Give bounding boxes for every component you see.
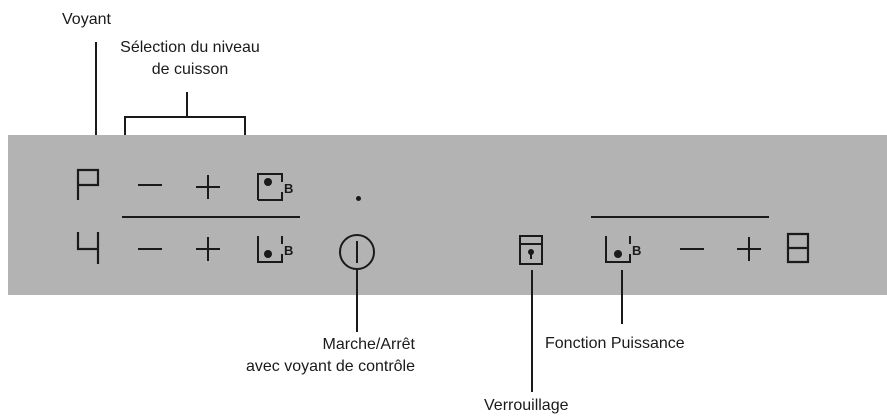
zone-separator-left bbox=[122, 216, 300, 218]
leader-voyant bbox=[95, 42, 97, 160]
bracket-stem bbox=[186, 92, 188, 117]
power-icon bbox=[339, 234, 375, 270]
boost-button-bottom-left[interactable]: B bbox=[256, 234, 302, 264]
label-selection-line1: Sélection du niveau bbox=[120, 39, 260, 56]
minus-button-right[interactable] bbox=[680, 246, 704, 252]
label-verrouillage: Verrouillage bbox=[484, 397, 569, 414]
boost-letter: B bbox=[284, 181, 293, 196]
control-panel bbox=[8, 135, 887, 295]
plus-button-right[interactable] bbox=[737, 237, 761, 261]
lock-button[interactable] bbox=[518, 234, 548, 266]
label-selection-line2: de cuisson bbox=[151, 61, 229, 78]
power-button[interactable] bbox=[338, 233, 376, 271]
boost-letter: B bbox=[284, 243, 293, 258]
boost-icon bbox=[257, 236, 283, 263]
lock-icon bbox=[519, 235, 543, 265]
indicator-dot bbox=[356, 196, 361, 201]
leader-puissance bbox=[621, 270, 623, 324]
label-fonction-puissance: Fonction Puissance bbox=[545, 335, 685, 352]
bracket-top bbox=[124, 116, 246, 118]
label-voyant: Voyant bbox=[62, 11, 111, 28]
boost-letter: B bbox=[632, 243, 641, 258]
zone-separator-right bbox=[591, 216, 769, 218]
display-level-8 bbox=[786, 232, 810, 264]
label-selection-niveau: Sélection du niveau de cuisson bbox=[102, 38, 278, 80]
plus-button-bottom-left[interactable] bbox=[196, 237, 220, 261]
display-level-4 bbox=[76, 232, 100, 264]
minus-button-top-left[interactable] bbox=[138, 182, 162, 188]
minus-button-bottom-left[interactable] bbox=[138, 246, 162, 252]
boost-icon bbox=[605, 236, 631, 263]
boost-button-top-left[interactable]: B bbox=[256, 172, 302, 202]
label-marche-line2: avec voyant de contrôle bbox=[246, 358, 415, 375]
boost-button-right[interactable]: B bbox=[604, 234, 650, 264]
plus-button-top-left[interactable] bbox=[196, 175, 220, 199]
leader-verrouillage bbox=[531, 270, 533, 392]
leader-marche-arret bbox=[356, 270, 358, 332]
display-voyant-p bbox=[76, 168, 100, 200]
label-marche-arret: Marche/Arrêt avec voyant de contrôle bbox=[195, 335, 415, 377]
label-marche-line1: Marche/Arrêt bbox=[322, 336, 415, 353]
boost-icon bbox=[257, 173, 283, 201]
